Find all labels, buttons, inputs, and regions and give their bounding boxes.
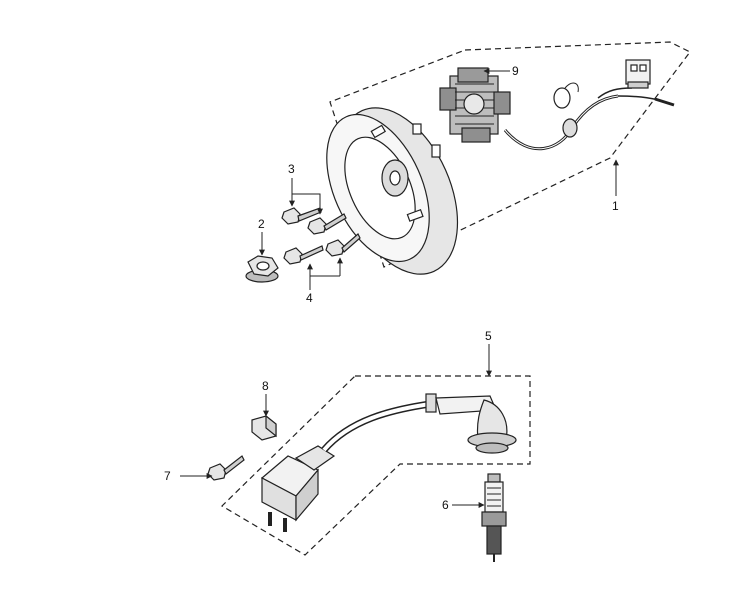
callout-5: 5 bbox=[485, 329, 492, 343]
wiring-harness-icon bbox=[503, 82, 675, 151]
callout-2: 2 bbox=[258, 217, 265, 231]
flange-nut-icon bbox=[245, 255, 279, 283]
bolt-icon bbox=[307, 213, 347, 235]
connector-plug-icon bbox=[625, 59, 651, 89]
bolt-icon bbox=[325, 233, 361, 257]
flywheel-rotor-icon bbox=[326, 107, 459, 275]
leader-4 bbox=[309, 275, 340, 290]
leader-3 bbox=[291, 178, 321, 210]
callout-4: 4 bbox=[306, 291, 313, 305]
bolt-icon bbox=[283, 245, 324, 265]
bolt-icon bbox=[281, 207, 322, 225]
callout-6: 6 bbox=[442, 498, 449, 512]
ignition-coil-icon bbox=[260, 400, 431, 532]
stator-coil-icon bbox=[439, 67, 511, 143]
callout-7: 7 bbox=[164, 469, 171, 483]
spark-plug-cap-icon bbox=[425, 393, 517, 454]
spark-plug-icon bbox=[481, 473, 507, 562]
screw-icon bbox=[180, 455, 245, 481]
callout-3: 3 bbox=[288, 162, 295, 176]
clip-icon bbox=[251, 414, 277, 441]
generator-group-boundary bbox=[329, 41, 691, 268]
callout-8: 8 bbox=[262, 379, 269, 393]
callout-9: 9 bbox=[512, 64, 519, 78]
callout-1: 1 bbox=[612, 199, 619, 213]
ignition-group-boundary bbox=[221, 375, 531, 556]
